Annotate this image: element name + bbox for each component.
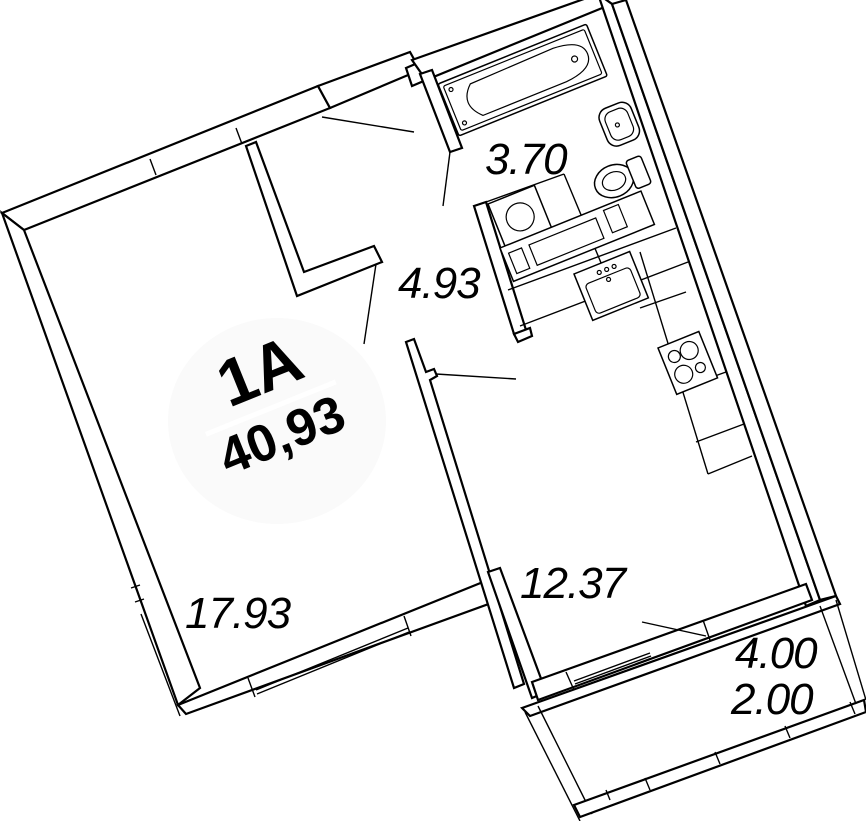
hallway-area-label: 4.93	[398, 259, 481, 308]
balcony-area-full-label: 4.00	[735, 629, 818, 678]
washing-machine-icon	[487, 184, 553, 248]
cooktop-icon	[657, 330, 719, 396]
living-room-walls	[0, 84, 496, 717]
toilet-icon	[593, 155, 652, 199]
bathroom-area-label: 3.70	[485, 135, 568, 184]
living-room-area-label: 17.93	[185, 589, 291, 638]
balcony-area-reduced-label: 2.00	[731, 675, 814, 724]
living-hall-partition	[244, 140, 384, 345]
kitchen-walls	[486, 566, 814, 702]
balcony	[519, 594, 866, 821]
entrance-door	[316, 50, 428, 133]
bathroom-walls	[410, 0, 838, 608]
kitchen-sink-icon	[573, 250, 650, 322]
washbasin-icon	[598, 101, 641, 147]
apartment-badge	[168, 318, 386, 524]
storage-cabinet-icon	[499, 190, 656, 283]
kitchen-area-label: 12.37	[520, 559, 626, 608]
bathtub-icon	[437, 23, 608, 137]
kitchen-partition	[404, 337, 526, 690]
